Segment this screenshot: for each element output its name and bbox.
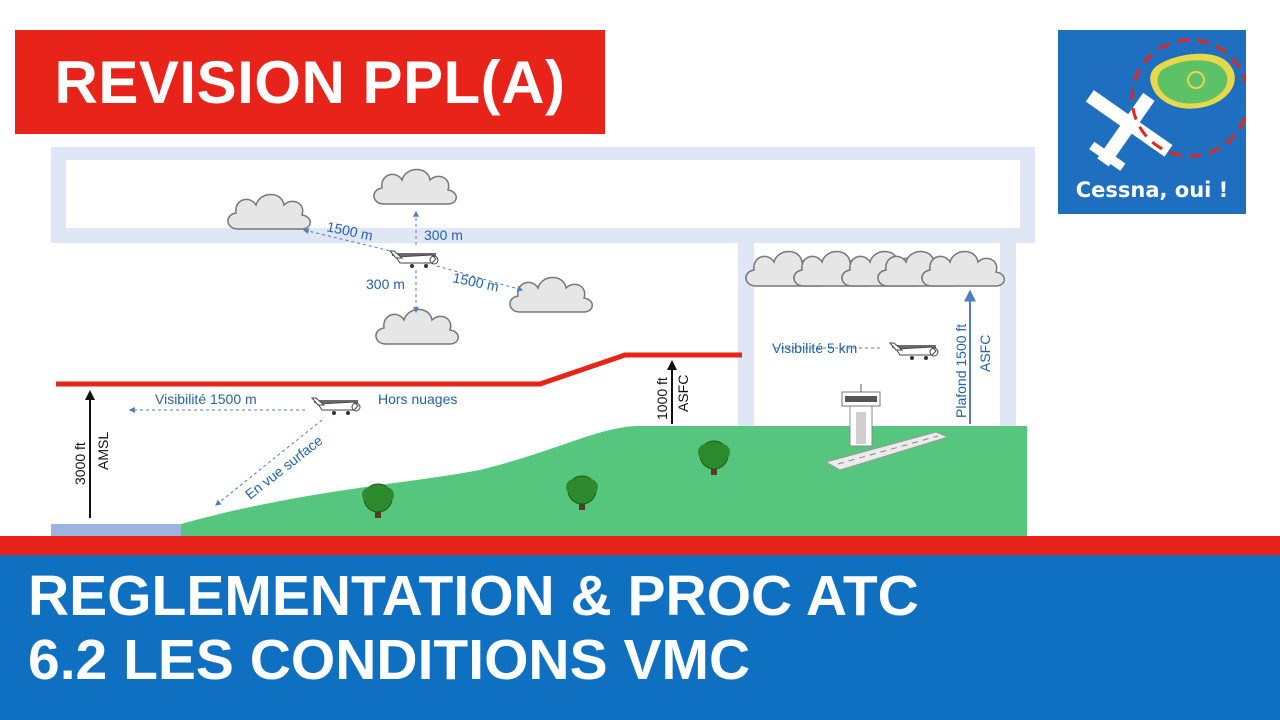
logo-graphic: [1085, 38, 1246, 171]
label-visibility-5km: Visibilité 5 km: [772, 340, 857, 356]
cloud: [921, 250, 1006, 287]
label-3000ft: 3000 ft: [72, 442, 88, 485]
title-banner: REVISION PPL(A): [15, 30, 605, 134]
label-en-vue-surface: En vue surface: [242, 432, 326, 502]
footer-line-2: 6.2 LES CONDITIONS VMC: [28, 628, 751, 692]
label-amsl: AMSL: [95, 432, 111, 470]
label-1500m-right: 1500 m: [451, 269, 500, 294]
label-300m-top: 300 m: [424, 227, 463, 243]
water: [51, 524, 181, 536]
bottom-red-stripe: [0, 536, 1280, 555]
label-hors-nuages: Hors nuages: [378, 391, 457, 407]
aircraft-upper: [389, 250, 439, 269]
footer-line-1: REGLEMENTATION & PROC ATC: [28, 564, 919, 628]
cloud: [375, 308, 460, 345]
footer-banner: REGLEMENTATION & PROC ATC 6.2 LES CONDIT…: [0, 555, 1280, 720]
runway: [824, 431, 950, 471]
logo-text: Cessna, oui !: [1075, 178, 1229, 202]
control-tower: [841, 384, 881, 447]
label-1000ft: 1000 ft: [654, 377, 670, 420]
airspace-shape: [51, 147, 1035, 426]
aircraft-left: [311, 397, 361, 416]
cloud: [509, 276, 594, 313]
label-asfc-left: ASFC: [675, 375, 691, 412]
altitude-limit-line: [56, 352, 742, 387]
label-visibility-1500: Visibilité 1500 m: [155, 391, 257, 407]
cessna-oui-logo: Cessna, oui !: [1058, 30, 1246, 214]
label-plafond: Plafond 1500 ft: [953, 324, 969, 418]
label-asfc-right: ASFC: [977, 335, 993, 372]
page-title: REVISION PPL(A): [54, 48, 566, 116]
label-300m-bottom: 300 m: [366, 276, 405, 292]
aircraft-right: [889, 342, 939, 361]
